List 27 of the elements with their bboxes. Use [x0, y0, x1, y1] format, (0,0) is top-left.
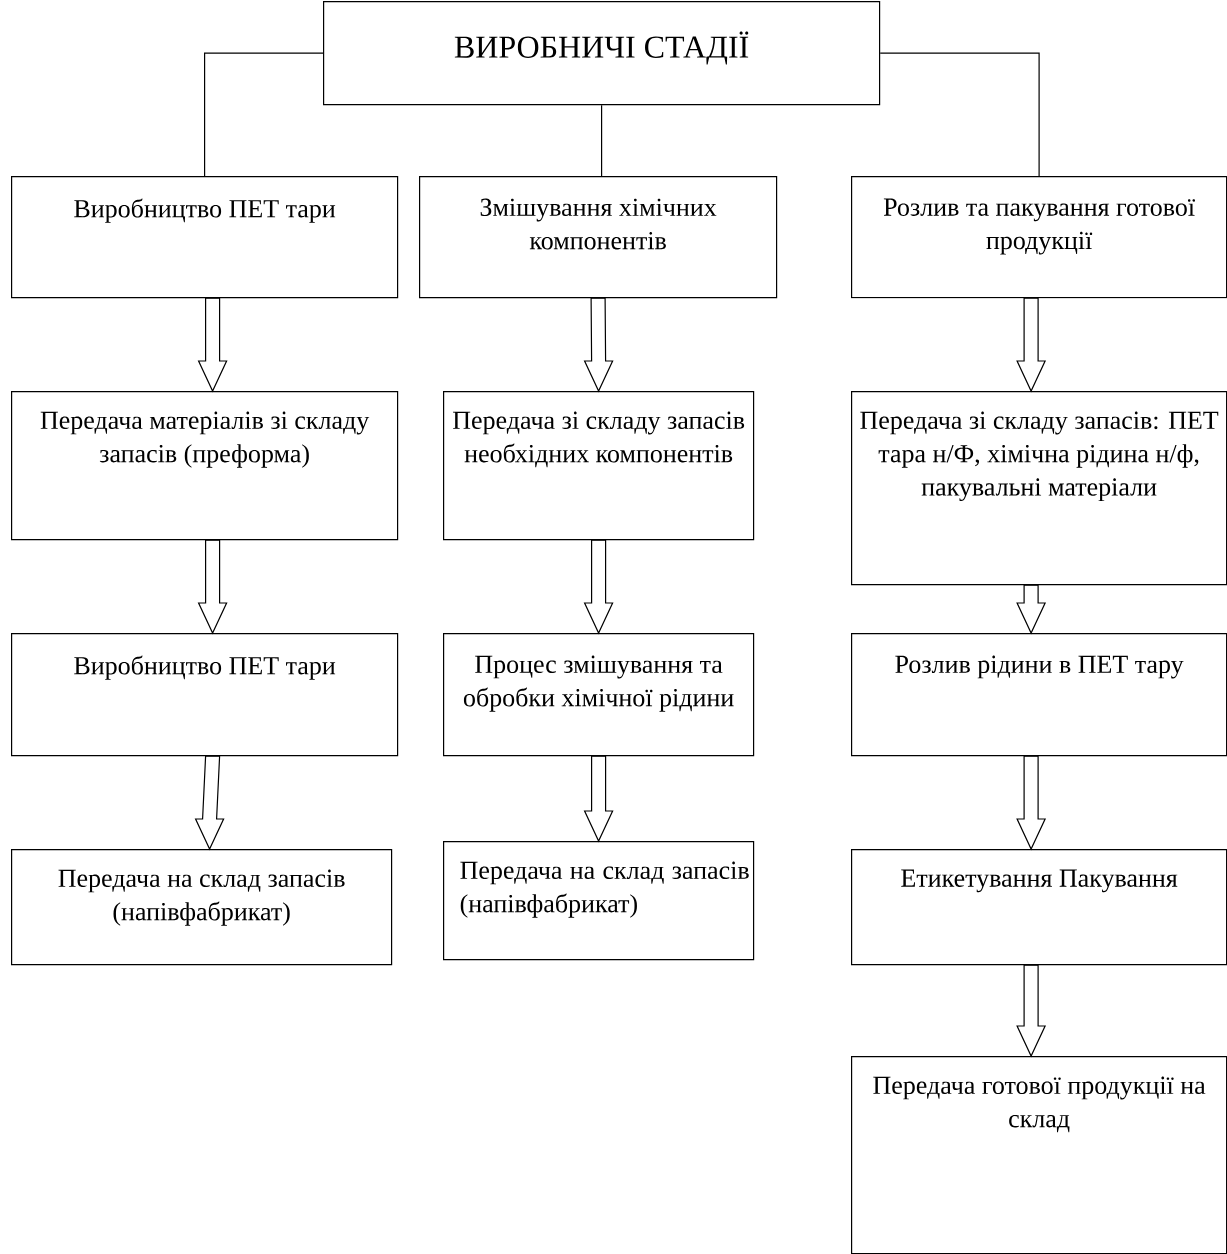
hollow-arrow [197, 539, 228, 635]
connector-line [204, 52, 324, 177]
hollow-arrow [1016, 297, 1047, 393]
process-box: Передача на склад запасів (напівфабрикат) [443, 841, 755, 961]
hollow-arrow [583, 297, 614, 393]
process-box: Змішування хімічних компонентів [419, 176, 778, 299]
hollow-arrow [1016, 755, 1047, 851]
hollow-arrow [1016, 964, 1047, 1058]
process-box: Передача зі складу запасів: ПЕТ тара н/Ф, хімічна рідина н/ф, пакувальні матеріали [851, 391, 1227, 586]
process-box: Передача на склад запасів (напівфабрикат) [11, 849, 393, 966]
hollow-arrow [583, 539, 614, 635]
process-box: Виробництво ПЕТ тари [11, 176, 399, 299]
process-box: Розлив рідини в ПЕТ тару [851, 633, 1227, 757]
connector-line [879, 52, 1040, 177]
process-box: Розлив та пакування готової продукції [851, 176, 1227, 299]
process-box: Виробництво ПЕТ тари [11, 633, 399, 757]
hollow-arrow [1016, 584, 1047, 635]
title-box: ВИРОБНИЧІ СТАДІЇ [323, 1, 881, 106]
process-box: Передача матеріалів зі складу запасів (преформа) [11, 391, 399, 541]
process-box: Передача готової продукції на склад [851, 1056, 1227, 1254]
process-box: Етикетування Пакування [851, 849, 1227, 966]
process-box: Передача зі складу запасів необхідних компонентів [443, 391, 755, 541]
connector-line [601, 104, 603, 177]
process-box: Процес змішування та обробки хімічної рідини [443, 633, 755, 757]
hollow-arrow [197, 297, 228, 393]
hollow-arrow [194, 755, 225, 851]
hollow-arrow [583, 755, 614, 843]
